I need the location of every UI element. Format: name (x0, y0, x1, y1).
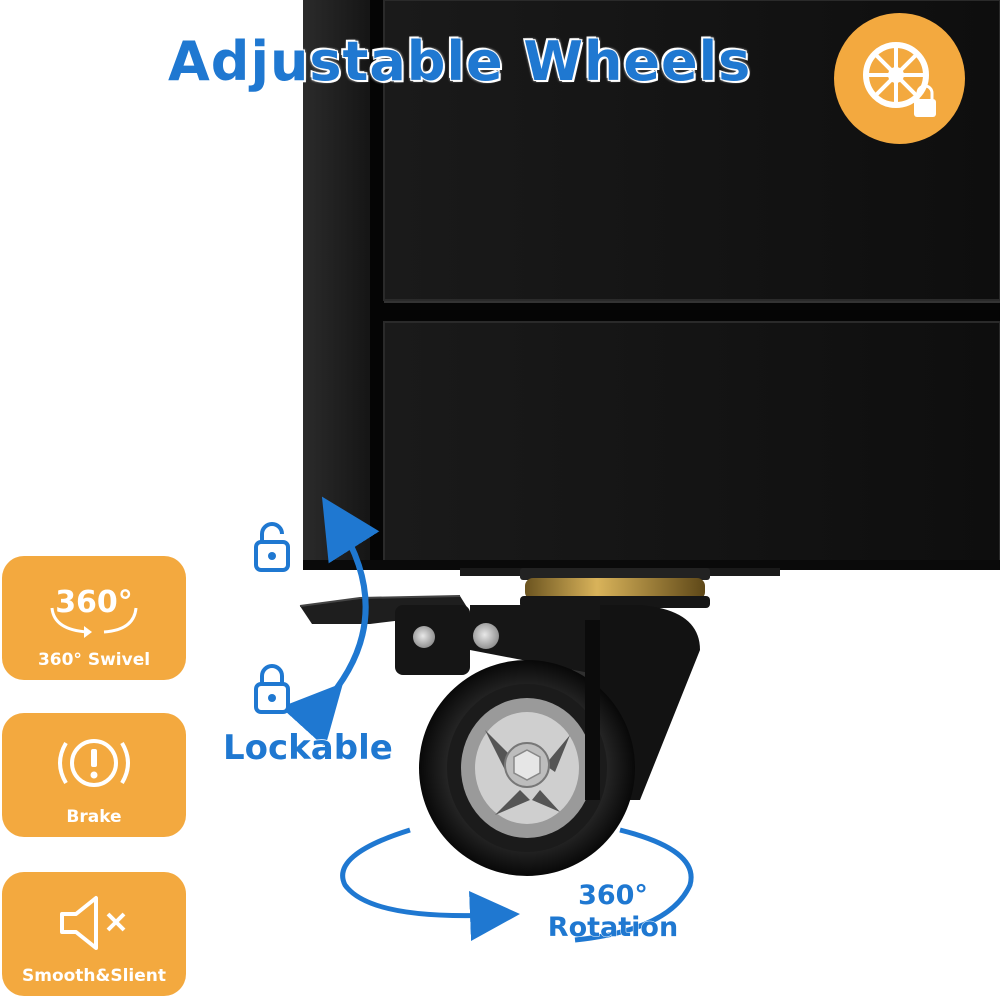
feature-label-swivel: 360° Swivel (37, 650, 151, 670)
wheel-lock-badge (834, 13, 965, 144)
swivel-icon-text: 360° (55, 585, 133, 620)
lockable-label: Lockable (222, 727, 393, 769)
unlock-icon (254, 522, 290, 572)
feature-card-silent: Smooth&Slient (2, 872, 186, 996)
feature-card-brake: Brake (2, 713, 186, 837)
wheel-lock-icon (863, 42, 936, 117)
brake-warning-icon (58, 739, 130, 787)
speaker-mute-icon (60, 896, 126, 950)
headline: Adjustable Wheels (167, 29, 752, 94)
feature-label-brake: Brake (66, 807, 122, 827)
lock-icon (254, 664, 290, 714)
rotation-word: Rotation (547, 912, 679, 944)
feature-card-swivel: 360° 360° Swivel (2, 556, 186, 680)
rotation-label: 360° Rotation (543, 880, 683, 944)
rotation-degrees: 360° (578, 880, 649, 912)
rotate-360-icon: 360° (50, 585, 138, 638)
feature-label-silent: Smooth&Slient (21, 966, 167, 986)
